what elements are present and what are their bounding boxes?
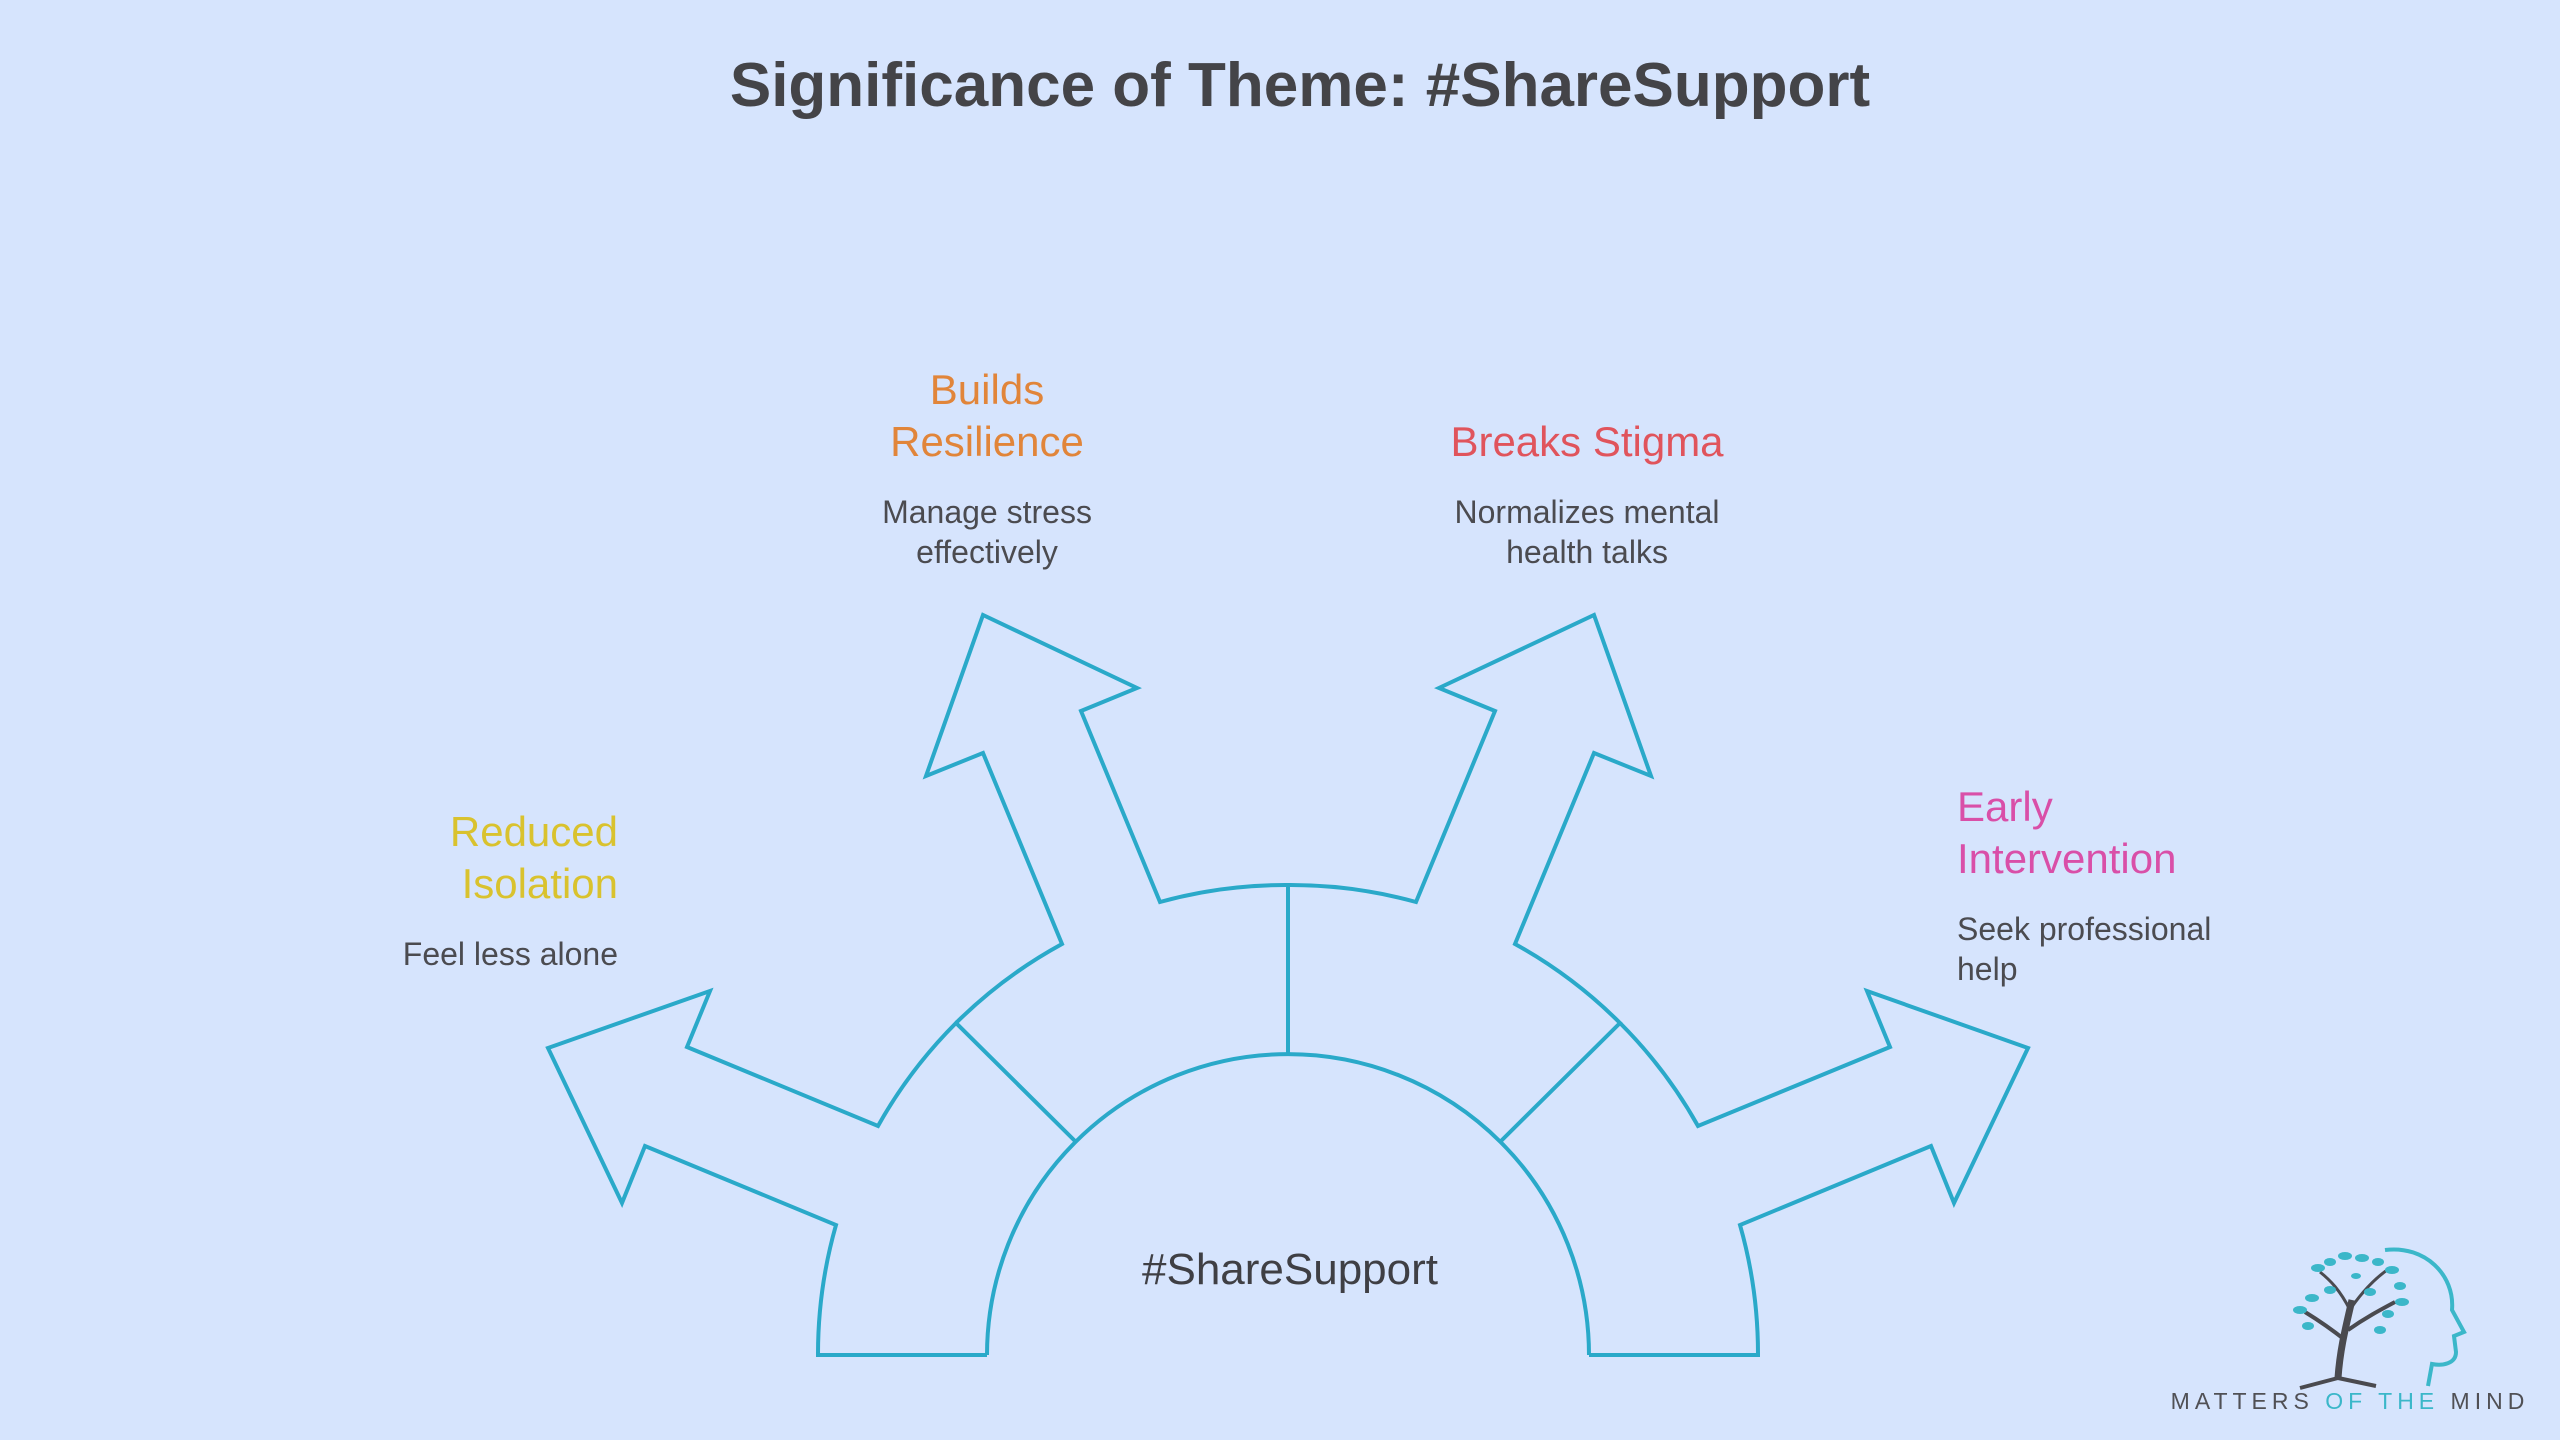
branch-description: Normalizes mental health talks	[1347, 492, 1827, 572]
branch-heading: Early Intervention	[1957, 781, 2437, 885]
arrow-early-intervention	[1589, 987, 2031, 1357]
description-line: Seek professional	[1957, 911, 2212, 947]
branch-description: Seek professional help	[1957, 909, 2437, 989]
description-line: help	[1957, 951, 2018, 987]
heading-line: Resilience	[890, 418, 1084, 465]
arrow-builds-resilience	[922, 612, 1290, 1055]
branch-early-intervention: Early Intervention Seek professional hel…	[1957, 781, 2437, 989]
description-line: effectively	[916, 534, 1058, 570]
branch-builds-resilience: Builds Resilience Manage stress effectiv…	[747, 364, 1227, 572]
heading-line: Reduced	[449, 808, 618, 855]
branch-heading: Reduced Isolation	[138, 806, 618, 910]
branch-description: Feel less alone	[138, 934, 618, 974]
branch-heading: Breaks Stigma	[1347, 416, 1827, 468]
tree-head-icon	[2293, 1247, 2467, 1390]
description-line: Manage stress	[882, 494, 1092, 530]
hub-arc	[985, 1052, 1591, 1356]
branch-reduced-isolation: Reduced Isolation Feel less alone	[138, 806, 618, 974]
heading-line: Early	[1957, 783, 2053, 830]
heading-line: Intervention	[1957, 835, 2177, 882]
description-line: Feel less alone	[402, 936, 618, 972]
heading-line: Isolation	[461, 860, 618, 907]
branch-description: Manage stress effectively	[747, 492, 1227, 572]
arrow-breaks-stigma	[1287, 612, 1655, 1144]
heading-line: Breaks Stigma	[1450, 418, 1724, 465]
brand-word: MIND	[2439, 1388, 2530, 1414]
arrow-reduced-isolation	[545, 987, 1078, 1357]
brand-word-accent: OF THE	[2325, 1388, 2440, 1414]
hub-label: #ShareSupport	[1142, 1245, 1438, 1294]
description-line: Normalizes mental	[1454, 494, 1720, 530]
page-title: Significance of Theme: #ShareSupport	[729, 51, 1871, 120]
branch-breaks-stigma: Breaks Stigma Normalizes mental health t…	[1347, 416, 1827, 572]
branch-heading: Builds Resilience	[747, 364, 1227, 468]
description-line: health talks	[1506, 534, 1668, 570]
brand-wordmark: MATTERS OF THE MIND	[2150, 1388, 2550, 1415]
heading-line: Builds	[929, 366, 1045, 413]
brand-word: MATTERS	[2170, 1388, 2326, 1414]
